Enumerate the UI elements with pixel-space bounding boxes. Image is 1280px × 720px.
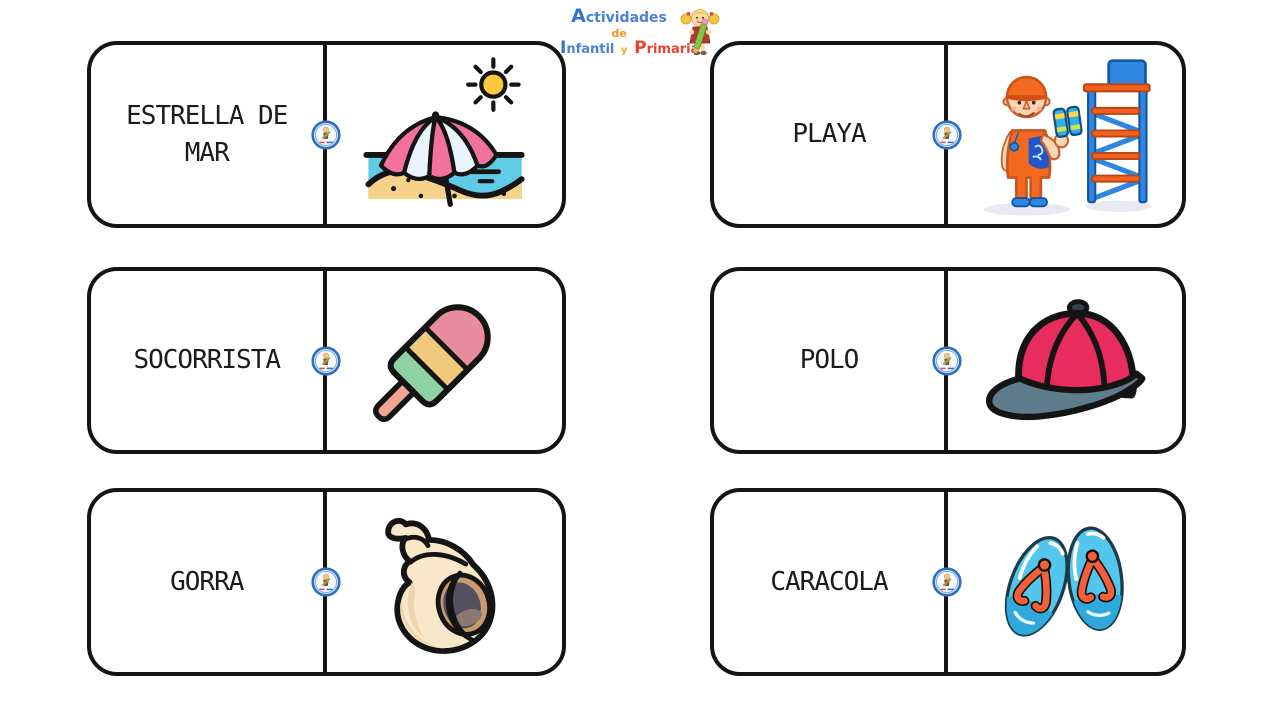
logo-badge-icon: [311, 346, 341, 376]
card-word-half: SOCORRISTA: [91, 271, 327, 450]
card-word: ESTRELLA DE MAR: [126, 100, 288, 168]
card-image-half: [948, 45, 1182, 224]
card-word: GORRA: [170, 566, 244, 597]
card-image-half: [327, 45, 563, 224]
logo-text: Actividades de Infantil y Primaria: [560, 5, 699, 59]
lifeguard-tower-icon: [983, 58, 1152, 216]
beach-umbrella-icon: [363, 56, 525, 207]
logo-word-de: de: [611, 26, 627, 40]
card-word: POLO: [799, 345, 860, 375]
logo-badge-icon: [311, 567, 341, 597]
card-image-half: [327, 492, 563, 672]
card-word: CARACOLA: [770, 566, 888, 597]
card-word-half: PLAYA: [714, 45, 948, 224]
logo-word-infantil: Infantil: [560, 38, 615, 59]
card-image-half: [948, 271, 1182, 450]
seashell-icon: [385, 517, 496, 654]
domino-card-caracola: CARACOLA: [710, 488, 1186, 676]
domino-card-polo: POLO: [710, 267, 1186, 454]
ice-pop-icon: [373, 303, 491, 422]
logo-badge-icon: [932, 346, 962, 376]
logo-word-actividades: Actividades: [571, 5, 667, 27]
logo-badge-icon: [311, 120, 341, 150]
flip-flops-icon: [994, 526, 1128, 644]
logo-word-primaria: Primaria: [634, 38, 700, 59]
card-image-half: [327, 271, 563, 450]
logo-girl-icon: [680, 9, 720, 56]
domino-card-playa: PLAYA: [710, 41, 1186, 228]
logo-badge-icon: [932, 120, 962, 150]
card-word-half: ESTRELLA DE MAR: [91, 45, 327, 224]
logo-word-y: y: [620, 45, 628, 57]
card-word-half: GORRA: [91, 492, 327, 672]
cap-icon: [986, 298, 1146, 420]
domino-card-gorra: GORRA: [87, 488, 566, 676]
domino-card-socorrista: SOCORRISTA: [87, 267, 566, 454]
card-word: SOCORRISTA: [133, 345, 281, 375]
logo-line-3: Infantil y Primaria: [560, 38, 699, 59]
card-word: PLAYA: [792, 119, 866, 149]
logo-badge-icon: [932, 567, 962, 597]
card-image-half: [948, 492, 1182, 672]
card-word-half: POLO: [714, 271, 948, 450]
domino-card-estrella-de-mar: ESTRELLA DE MAR: [87, 41, 566, 228]
site-logo: Actividades de Infantil y Primaria: [560, 5, 730, 63]
card-word-half: CARACOLA: [714, 492, 948, 672]
